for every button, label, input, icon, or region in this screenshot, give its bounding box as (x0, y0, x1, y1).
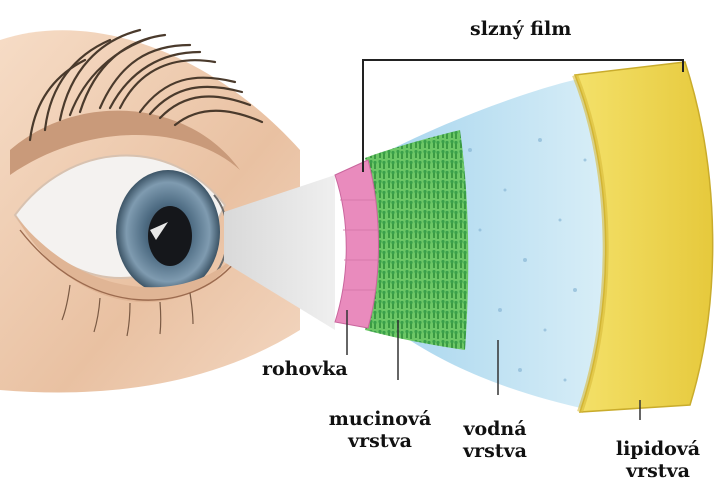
label-aqueous-line1: vodná (440, 418, 550, 440)
label-lipid-line1: lipidová (598, 438, 718, 460)
mucin-layer (365, 130, 468, 350)
label-cornea: rohovka (262, 358, 348, 380)
label-mucin-line2: vrstva (325, 430, 435, 452)
label-aqueous-line2: vrstva (440, 440, 550, 462)
cornea-layer (335, 160, 379, 328)
label-mucin-layer: mucinová vrstva (325, 408, 435, 452)
tear-film-layers (335, 62, 713, 412)
label-lipid-line2: vrstva (598, 460, 718, 482)
tear-film-title: slzný film (470, 18, 571, 40)
label-mucin-line1: mucinová (325, 408, 435, 430)
label-aqueous-layer: vodná vrstva (440, 418, 550, 462)
label-lipid-layer: lipidová vrstva (598, 438, 718, 482)
